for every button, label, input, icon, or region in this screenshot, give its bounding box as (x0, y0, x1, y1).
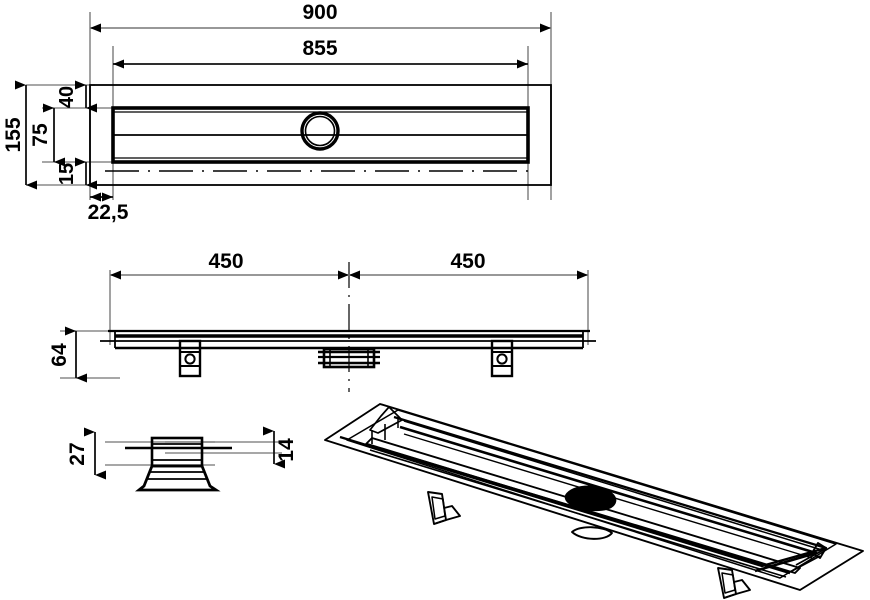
view-side: 450 450 64 (48, 250, 596, 392)
dim-64: 64 (48, 326, 87, 383)
detail-extension-lines (105, 441, 282, 466)
dim-15-label: 15 (56, 163, 78, 185)
iso-flange-outline (324, 403, 864, 591)
iso-drain-outlet (564, 485, 617, 540)
iso-foot-right (717, 567, 751, 599)
dim-64-label: 64 (48, 343, 71, 367)
iso-right-end-a (795, 548, 826, 566)
dim-75-label: 75 (29, 123, 52, 147)
iso-right-end-b (789, 555, 821, 573)
iso-rim-line-a (403, 420, 823, 551)
dim-450-left: 450 (110, 250, 349, 280)
dim-900-label: 900 (302, 1, 337, 24)
dim-15: 15 (56, 157, 97, 190)
dim-14-label: 14 (275, 438, 298, 462)
side-bracket-right (490, 339, 514, 378)
dim-27-label: 27 (66, 442, 89, 465)
dim-40-label: 40 (56, 86, 78, 108)
dim-22-5-label: 22,5 (88, 201, 129, 224)
dim-27: 27 (66, 427, 106, 480)
dim-450-left-label: 450 (208, 250, 243, 273)
view-top: 900 855 155 75 40 15 22,5 (2, 1, 552, 224)
dim-855-label: 855 (302, 37, 337, 60)
view-iso (324, 403, 864, 599)
iso-foot-left (427, 491, 461, 525)
dim-900: 900 (90, 1, 551, 33)
iso-flange-inner (346, 409, 837, 579)
side-view-body (100, 329, 596, 378)
dim-75: 75 (29, 103, 65, 167)
dim-450-right: 450 (349, 250, 588, 280)
side-outlet (318, 347, 380, 369)
view-detail: 27 14 (66, 426, 298, 492)
dim-155-label: 155 (2, 117, 25, 152)
dim-22-5: 22,5 (88, 192, 129, 224)
dim-855: 855 (113, 37, 528, 69)
iso-channel-edge (365, 437, 801, 574)
iso-channel-bottom (365, 442, 791, 575)
dim-40: 40 (56, 80, 97, 113)
iso-channel-bottom2 (369, 449, 787, 578)
dim-155: 155 (2, 80, 37, 190)
iso-right-corner (811, 542, 827, 559)
detail-bracket-body (125, 436, 232, 492)
top-view-body (89, 84, 552, 186)
side-bracket-left (178, 339, 202, 378)
dim-14: 14 (263, 426, 298, 469)
dim-450-right-label: 450 (450, 250, 485, 273)
